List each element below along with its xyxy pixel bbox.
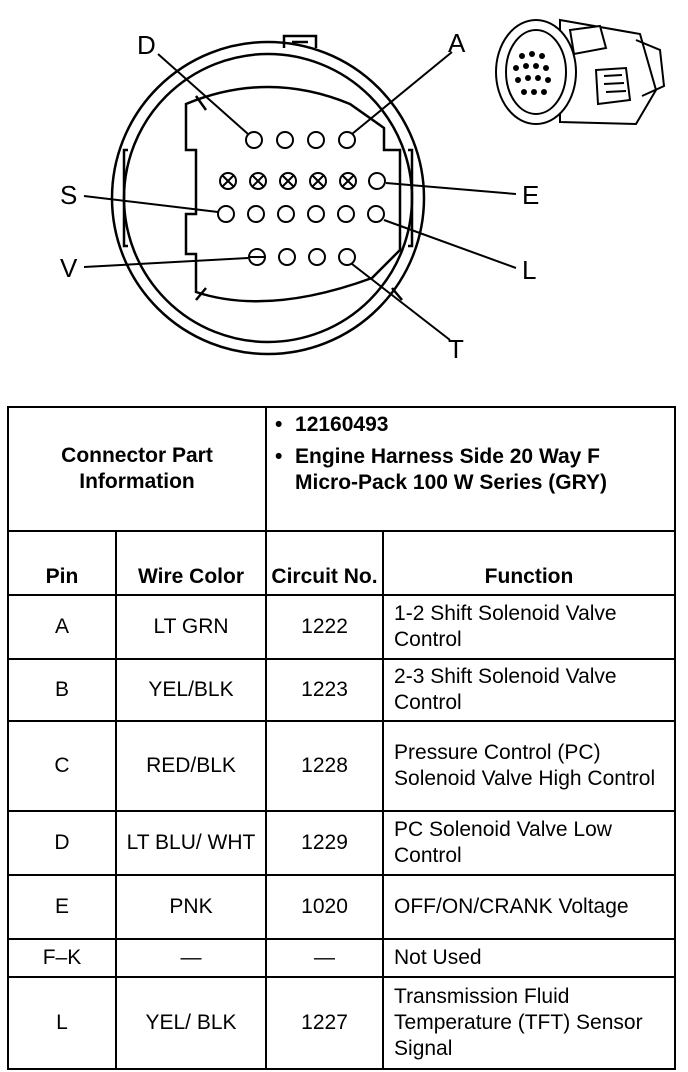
cell-function: Transmission Fluid Temperature (TFT) Sen… bbox=[382, 976, 676, 1070]
pin-cavity-outline bbox=[184, 85, 402, 303]
pin-cavity bbox=[367, 205, 385, 223]
pin-cavity bbox=[337, 205, 355, 223]
cell-function: OFF/ON/CRANK Voltage bbox=[382, 874, 676, 940]
right-flange bbox=[408, 148, 414, 248]
cell-circuit: 1020 bbox=[265, 874, 385, 940]
pin-cavity bbox=[245, 131, 263, 149]
pin-cavity bbox=[307, 205, 325, 223]
pin-label-L: L bbox=[522, 255, 536, 285]
pin-label-T: T bbox=[448, 334, 464, 364]
plugged-cavity-row bbox=[219, 172, 357, 190]
cell-wire-color: YEL/BLK bbox=[114, 658, 268, 722]
cell-wire-color: — bbox=[114, 938, 268, 978]
pin-cavity bbox=[307, 131, 325, 149]
table-row: L YEL/ BLK 1227 Transmission Fluid Tempe… bbox=[7, 976, 676, 1070]
pin-cavity bbox=[338, 131, 356, 149]
connector-pinout-table: Connector Part Information 12160493 Engi… bbox=[6, 406, 676, 1070]
leader-line-L bbox=[383, 219, 517, 269]
cell-circuit: 1223 bbox=[265, 658, 385, 722]
pin-label-V: V bbox=[60, 253, 78, 283]
pin-cavity bbox=[217, 205, 235, 223]
cell-function: Pressure Control (PC) Solenoid Valve Hig… bbox=[382, 720, 676, 812]
cell-pin: B bbox=[7, 658, 117, 722]
cell-function: 2-3 Shift Solenoid Valve Control bbox=[382, 658, 676, 722]
table-row: F–K — — Not Used bbox=[7, 938, 676, 978]
table-row: A LT GRN 1222 1-2 Shift Solenoid Valve C… bbox=[7, 594, 676, 660]
cell-pin: A bbox=[7, 594, 117, 660]
pin-label-E: E bbox=[522, 180, 539, 210]
pin-cavity bbox=[338, 248, 356, 266]
cell-pin: E bbox=[7, 874, 117, 940]
connector-perspective-illustration bbox=[495, 18, 666, 126]
connector-key-tab bbox=[282, 34, 318, 48]
pin-label-A: A bbox=[448, 28, 466, 58]
table-row: B YEL/BLK 1223 2-3 Shift Solenoid Valve … bbox=[7, 658, 676, 722]
leader-line-D bbox=[157, 53, 249, 135]
table-row: D LT BLU/ WHT 1229 PC Solenoid Valve Low… bbox=[7, 810, 676, 876]
pin-cavity bbox=[278, 248, 296, 266]
cell-circuit: — bbox=[265, 938, 385, 978]
table-header-row: Connector Part Information 12160493 Engi… bbox=[6, 406, 676, 532]
connector-inner-shell bbox=[122, 52, 414, 344]
cell-pin: F–K bbox=[7, 938, 117, 978]
leader-line-E bbox=[385, 182, 517, 195]
connector-part-details: 12160493 Engine Harness Side 20 Way F Mi… bbox=[265, 406, 676, 532]
cell-function: Not Used bbox=[382, 938, 676, 978]
cell-pin: C bbox=[7, 720, 117, 812]
col-header-function: Function bbox=[382, 530, 676, 596]
cell-wire-color: PNK bbox=[114, 874, 268, 940]
cell-wire-color: RED/BLK bbox=[114, 720, 268, 812]
cell-circuit: 1229 bbox=[265, 810, 385, 876]
table-row: E PNK 1020 OFF/ON/CRANK Voltage bbox=[7, 874, 676, 940]
leader-line-T bbox=[351, 263, 451, 341]
pin-cavity bbox=[276, 131, 294, 149]
cell-pin: D bbox=[7, 810, 117, 876]
col-header-circuit: Circuit No. bbox=[265, 530, 385, 596]
cell-function: 1-2 Shift Solenoid Valve Control bbox=[382, 594, 676, 660]
cell-circuit: 1227 bbox=[265, 976, 385, 1070]
pin-cavity bbox=[308, 248, 326, 266]
cell-circuit: 1228 bbox=[265, 720, 385, 812]
cell-pin: L bbox=[7, 976, 117, 1070]
cell-circuit: 1222 bbox=[265, 594, 385, 660]
part-number: 12160493 bbox=[271, 412, 668, 438]
pin-label-S: S bbox=[60, 180, 77, 210]
pin-label-D: D bbox=[137, 30, 156, 60]
pin-cavity bbox=[277, 205, 295, 223]
col-header-pin: Pin bbox=[7, 530, 117, 596]
connector-face-diagram: D A S E V L T bbox=[60, 18, 666, 364]
column-header-row: Pin Wire Color Circuit No. Function bbox=[7, 530, 676, 596]
cell-wire-color: YEL/ BLK bbox=[114, 976, 268, 1070]
pin-cavity bbox=[247, 205, 265, 223]
cell-wire-color: LT BLU/ WHT bbox=[114, 810, 268, 876]
pin-cavity bbox=[368, 172, 386, 190]
part-description: Engine Harness Side 20 Way F Micro-Pack … bbox=[271, 444, 668, 496]
cell-wire-color: LT GRN bbox=[114, 594, 268, 660]
left-flange bbox=[122, 148, 128, 248]
cell-function: PC Solenoid Valve Low Control bbox=[382, 810, 676, 876]
leader-line-S bbox=[83, 195, 219, 213]
leader-line-V bbox=[83, 257, 249, 268]
connector-outer-shell bbox=[110, 40, 426, 356]
leader-line-A bbox=[351, 51, 453, 135]
col-header-wire-color: Wire Color bbox=[114, 530, 268, 596]
connector-part-information-heading: Connector Part Information bbox=[6, 406, 268, 532]
table-row: C RED/BLK 1228 Pressure Control (PC) Sol… bbox=[7, 720, 676, 812]
